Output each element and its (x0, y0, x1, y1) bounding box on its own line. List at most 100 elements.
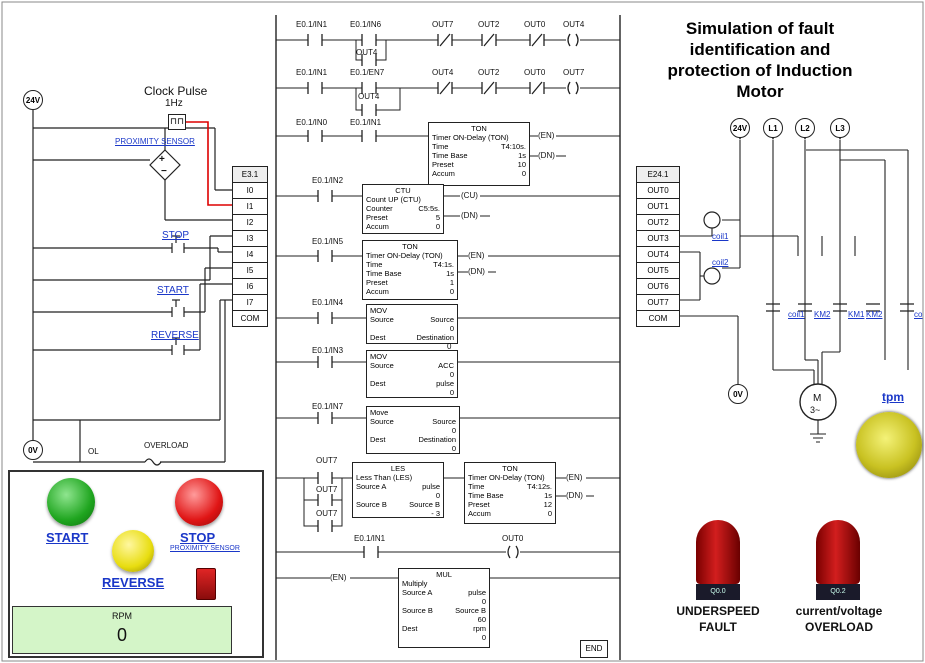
rpm-display: RPM 0 (12, 606, 232, 654)
field-value: Source B (455, 606, 486, 615)
field-value: 0 (521, 169, 526, 178)
tpm-link[interactable]: tpm (882, 390, 904, 404)
contact-label: E0.1/IN0 (296, 118, 328, 127)
field-value: T4:12s. (526, 482, 552, 491)
field-label: Source (370, 361, 394, 370)
proximity-sensor-link[interactable]: PROXIMITY SENSOR (115, 137, 195, 146)
reverse-button-label[interactable]: REVERSE (102, 575, 165, 590)
block-name: TON (402, 242, 418, 251)
field-value: 0 (447, 342, 452, 351)
en-coil: (EN) (538, 131, 555, 140)
contact-label: OUT7 (432, 20, 454, 29)
field-value: rpm (473, 624, 486, 633)
field-value: Destination (416, 333, 454, 342)
proximity-sensor-panel-link[interactable]: PROXIMITY SENSOR (170, 545, 240, 552)
supply-0v-node: 0V (23, 440, 43, 460)
en-coil: (EN) (468, 251, 485, 260)
contact-km2-label[interactable]: KM2 (866, 310, 883, 319)
block-desc: Count UP (CTU) (366, 195, 421, 204)
l2-node: L2 (795, 118, 815, 138)
field-label: Time Base (468, 491, 504, 500)
field-value: pulse (468, 588, 486, 597)
plus-icon: + (159, 154, 165, 165)
stop-switch-link[interactable]: STOP (162, 230, 190, 241)
proximity-toggle-switch[interactable] (196, 568, 216, 600)
field-value: 1s (446, 269, 454, 278)
contact-km1-label[interactable]: KM1 (848, 310, 865, 319)
field-value: 0 (451, 444, 456, 453)
stop-button-label[interactable]: STOP (180, 530, 216, 545)
input-pin: COM (240, 314, 260, 323)
overload-lamp (816, 520, 860, 584)
block-name: LES (390, 464, 406, 473)
field-label: Dest (402, 624, 418, 633)
field-value: 10 (517, 160, 526, 169)
field-label: Accum (432, 169, 455, 178)
input-pin: I7 (233, 295, 267, 311)
contact-coil1-label[interactable]: coil1 (788, 310, 805, 319)
branch-label: OUT4 (356, 48, 378, 57)
clock-pulse-label: Clock Pulse (144, 84, 208, 98)
page-title: Simulation of fault identification and p… (640, 18, 880, 102)
contact-co-label[interactable]: co (914, 310, 923, 319)
field-label: Source B (356, 500, 387, 509)
clock-frequency: 1Hz (165, 98, 183, 109)
field-label: Counter (366, 204, 393, 213)
coil2-link[interactable]: coil2 (712, 258, 729, 267)
rpm-value: 0 (116, 625, 127, 645)
start-button-label[interactable]: START (46, 530, 89, 545)
contact-label: E0.1/IN1 (354, 534, 386, 543)
start-switch-link[interactable]: START (157, 285, 189, 296)
underspeed-lamp (696, 520, 740, 584)
field-value: pulse (422, 482, 440, 491)
field-label: Preset (366, 278, 388, 287)
output-pin: OUT4 (637, 247, 679, 263)
field-value: 0 (481, 633, 486, 642)
contact-label: E0.1/IN5 (312, 237, 344, 246)
output-pin: OUT2 (637, 215, 679, 231)
input-pin: I0 (233, 183, 267, 199)
field-label: Accum (366, 287, 389, 296)
start-button[interactable] (47, 478, 95, 526)
reverse-switch-link[interactable]: REVERSE (151, 330, 199, 341)
contact-label: E0.1/IN6 (350, 20, 382, 29)
en-coil: (EN) (330, 573, 347, 582)
coil-label: OUT7 (563, 68, 585, 77)
dn-coil: (DN) (538, 151, 555, 160)
output-pin: OUT0 (637, 183, 679, 199)
field-value: 0 (449, 388, 454, 397)
coil1-link[interactable]: coil1 (712, 232, 729, 241)
minus-icon: − (161, 166, 167, 177)
field-label: Source (370, 315, 394, 324)
dn-coil: (DN) (461, 211, 478, 220)
coil-label: OUT4 (563, 20, 585, 29)
title-line: identification and (689, 40, 831, 59)
input-pin: I4 (233, 247, 267, 263)
contact-label: E0.1/IN3 (312, 346, 344, 355)
field-value: 12 (543, 500, 552, 509)
block-desc: Timer ON-Delay (TON) (432, 133, 509, 142)
reverse-button[interactable] (112, 530, 154, 572)
field-value: 1 (449, 278, 454, 287)
stop-button[interactable] (175, 478, 223, 526)
contact-label: E0.1/EN7 (350, 68, 385, 77)
contact-label: OUT2 (478, 20, 500, 29)
contact-km2-label[interactable]: KM2 (814, 310, 831, 319)
field-value: 5 (435, 213, 440, 222)
output-module: E24.1 OUT0 OUT1 OUT2 OUT3 OUT4 OUT5 OUT6… (636, 166, 680, 327)
title-line: Simulation of fault (685, 19, 835, 38)
title-line: Motor (736, 82, 784, 101)
block-desc: Less Than (LES) (356, 473, 413, 482)
field-label: Source A (402, 588, 433, 597)
block-name: Move (370, 408, 389, 417)
